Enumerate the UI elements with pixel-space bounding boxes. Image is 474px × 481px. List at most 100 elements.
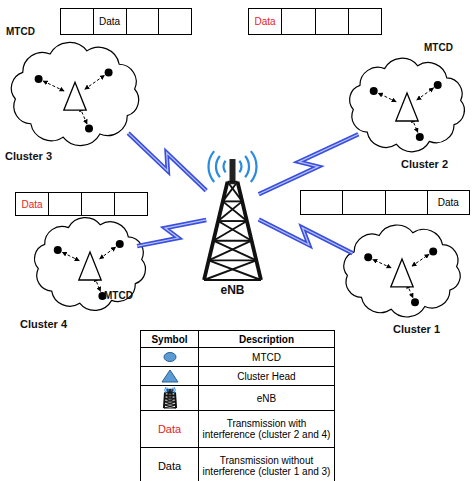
frame-slot bbox=[349, 9, 381, 34]
frame-slot: Data bbox=[249, 9, 282, 34]
tower-brace bbox=[164, 396, 175, 399]
tower-brace bbox=[204, 260, 256, 280]
tower-bar bbox=[213, 240, 251, 242]
lightning-link bbox=[128, 133, 206, 190]
cluster-cloud: Cluster 1 bbox=[337, 222, 467, 320]
lightning-highlight bbox=[259, 134, 359, 194]
frame-slot bbox=[301, 191, 343, 214]
frame-slot bbox=[61, 9, 94, 34]
tower-brace bbox=[209, 241, 252, 261]
tower-brace bbox=[223, 201, 247, 221]
tower-brace bbox=[164, 399, 175, 402]
legend-row: DataTransmission with interference (clus… bbox=[141, 410, 334, 447]
data-frame: Data bbox=[15, 192, 148, 216]
cloud-outline bbox=[343, 55, 471, 155]
radio-wave bbox=[224, 161, 226, 173]
data-slot-text: Data bbox=[99, 16, 120, 27]
frame-slot bbox=[49, 193, 82, 215]
d2d-link bbox=[378, 93, 396, 102]
data-sample: Data bbox=[158, 460, 181, 472]
legend-description: eNB bbox=[199, 386, 334, 410]
header-cell: Description bbox=[199, 331, 334, 347]
tower-icon bbox=[163, 387, 175, 408]
data-slot-text: Data bbox=[255, 16, 276, 27]
radio-wave bbox=[170, 389, 171, 391]
header-cell: Symbol bbox=[141, 331, 199, 347]
d2d-link bbox=[85, 75, 105, 89]
lightning-highlight bbox=[259, 219, 353, 253]
radio-wave bbox=[209, 151, 215, 182]
mtcd-dot bbox=[85, 125, 93, 133]
cluster-name: Cluster 3 bbox=[5, 150, 52, 162]
mtcd-dot bbox=[416, 133, 424, 141]
radio-wave bbox=[251, 151, 257, 182]
lightning-link bbox=[137, 220, 206, 246]
d2d-link bbox=[412, 254, 429, 266]
legend-text: MTCD bbox=[252, 352, 281, 363]
legend-symbol bbox=[141, 386, 199, 410]
data-slot-text: Data bbox=[438, 197, 459, 208]
radio-wave bbox=[216, 156, 220, 177]
cloud-outline bbox=[337, 222, 467, 320]
mtcd-dot bbox=[116, 240, 124, 248]
tower-icon bbox=[204, 151, 261, 280]
cloud-shape bbox=[11, 42, 138, 145]
cloud-outline bbox=[28, 214, 152, 314]
tower-bar bbox=[223, 200, 242, 202]
tower-brace bbox=[163, 405, 175, 408]
tower-brace bbox=[164, 405, 176, 408]
radio-wave bbox=[172, 388, 174, 393]
mtcd-dot bbox=[370, 87, 378, 95]
mtcd-dot bbox=[54, 246, 62, 254]
tower-brace bbox=[223, 182, 238, 202]
mtcd-ellipse bbox=[164, 353, 176, 362]
mtcd-dot bbox=[35, 75, 43, 83]
d2d-link bbox=[373, 259, 391, 268]
legend-symbol bbox=[141, 348, 199, 366]
tower-bar bbox=[218, 220, 247, 222]
frame-slot bbox=[386, 191, 428, 214]
legend-description: Transmission without interference (clust… bbox=[199, 448, 334, 481]
mtcd-dot bbox=[364, 253, 372, 261]
tower-outline bbox=[195, 150, 270, 300]
d2d-link bbox=[417, 88, 434, 100]
tower-leg bbox=[163, 392, 164, 408]
enb-name: eNB bbox=[195, 283, 270, 297]
d2d-link bbox=[62, 252, 79, 260]
data-sample: Data bbox=[158, 423, 181, 435]
device-label: MTCD bbox=[424, 42, 453, 53]
tower-bar bbox=[209, 259, 257, 261]
mtcd-dot bbox=[434, 81, 442, 89]
legend-row: eNB bbox=[141, 385, 334, 410]
mtcd-symbol bbox=[162, 351, 178, 363]
legend-text: eNB bbox=[257, 393, 276, 404]
tower-brace bbox=[164, 402, 176, 405]
legend-description: Cluster Head bbox=[199, 367, 334, 385]
frame-slot bbox=[115, 193, 147, 215]
wireless-link-group bbox=[128, 133, 206, 190]
lightning-link bbox=[259, 219, 353, 253]
cluster-cloud: Cluster 3 bbox=[5, 40, 145, 148]
cluster-name: Cluster 2 bbox=[401, 158, 448, 170]
tower-leg bbox=[175, 392, 176, 408]
tower-brace bbox=[218, 201, 242, 221]
wireless-link-group bbox=[259, 219, 353, 253]
frame-slot: Data bbox=[94, 9, 127, 34]
legend-text: Transmission without interference (clust… bbox=[202, 455, 331, 477]
cluster-name: Cluster 4 bbox=[20, 318, 67, 330]
cluster-cloud: Cluster 2 bbox=[343, 55, 471, 155]
radio-wave bbox=[167, 389, 168, 391]
radio-wave bbox=[164, 387, 165, 393]
tower-brace bbox=[213, 221, 247, 241]
wireless-link-group bbox=[137, 220, 206, 246]
frame-slot bbox=[316, 9, 349, 34]
tower-brace bbox=[218, 221, 252, 241]
mtcd-dot bbox=[411, 298, 419, 306]
base-station: eNB bbox=[195, 150, 270, 300]
cluster-cloud: Cluster 4 bbox=[28, 214, 152, 314]
data-slot-text: Data bbox=[21, 199, 42, 210]
legend-table: SymbolDescriptionMTCD Cluster Head eNB Data… bbox=[140, 330, 335, 481]
wireless-link-group bbox=[259, 134, 359, 194]
